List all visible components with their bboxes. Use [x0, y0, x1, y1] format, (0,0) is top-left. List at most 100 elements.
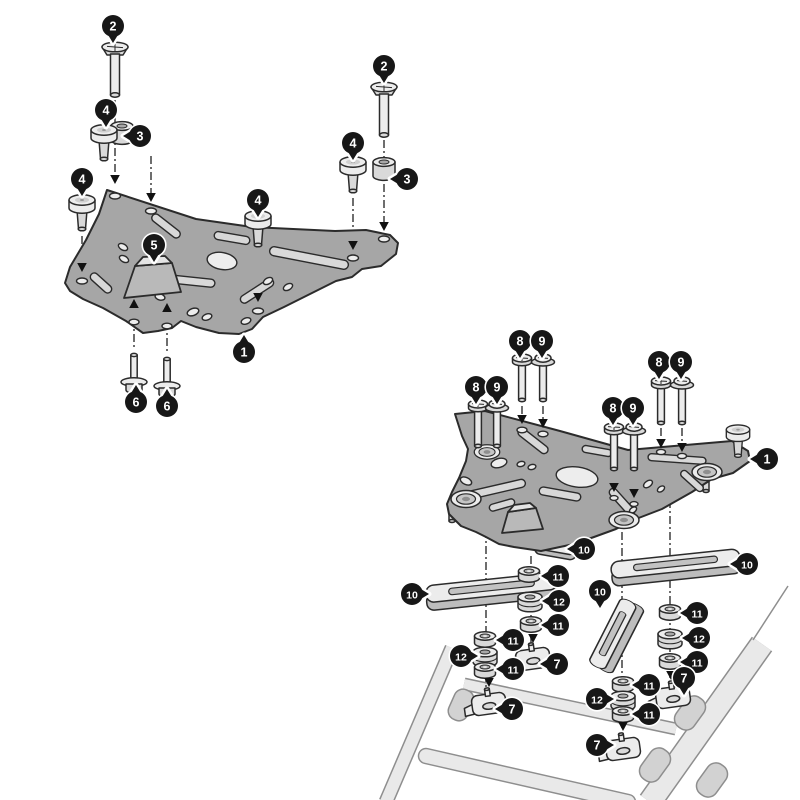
- callout-7: 7: [671, 665, 697, 698]
- slide-bar: [609, 547, 743, 588]
- svg-text:3: 3: [137, 129, 144, 143]
- support-block: [501, 502, 544, 534]
- callout-4: 4: [340, 130, 366, 163]
- washer: [473, 662, 497, 679]
- callout-11: 11: [677, 649, 710, 675]
- callout-11: 11: [538, 563, 571, 589]
- svg-text:11: 11: [691, 657, 702, 669]
- support-block: [123, 255, 182, 299]
- callout-12: 12: [539, 588, 572, 614]
- callout-1: 1: [231, 332, 257, 365]
- callout-12: 12: [448, 643, 481, 669]
- svg-text:5: 5: [151, 238, 158, 252]
- callout-9: 9: [529, 328, 555, 361]
- upper-assembly: [64, 41, 399, 398]
- svg-text:7: 7: [681, 671, 688, 685]
- svg-text:2: 2: [110, 19, 117, 33]
- slide-bar: [587, 596, 646, 676]
- svg-text:2: 2: [381, 59, 388, 73]
- callout-1: 1: [747, 446, 780, 472]
- svg-text:10: 10: [741, 559, 753, 571]
- rubber-bumper-mounted: [691, 462, 723, 482]
- svg-text:9: 9: [678, 355, 685, 369]
- svg-text:12: 12: [455, 651, 467, 663]
- callout-6: 6: [154, 386, 180, 419]
- svg-text:10: 10: [594, 586, 606, 598]
- callout-11: 11: [493, 656, 526, 682]
- callout-10: 10: [587, 578, 613, 611]
- callout-8: 8: [646, 349, 672, 382]
- svg-text:11: 11: [507, 664, 518, 676]
- callout-11: 11: [493, 627, 526, 653]
- pan-head-screw: [511, 353, 533, 403]
- callout-8: 8: [600, 395, 626, 428]
- callout-11: 11: [538, 612, 571, 638]
- svg-text:7: 7: [509, 702, 516, 716]
- pan-head-screw: [650, 376, 672, 426]
- callout-8: 8: [507, 328, 533, 361]
- svg-text:8: 8: [517, 334, 524, 348]
- svg-text:11: 11: [643, 680, 654, 692]
- svg-text:6: 6: [133, 395, 140, 409]
- svg-text:7: 7: [594, 738, 601, 752]
- rubber-bumper-mounted: [450, 489, 482, 509]
- callout-7: 7: [492, 696, 525, 722]
- svg-text:1: 1: [241, 345, 248, 359]
- countersunk-screw: [101, 41, 129, 98]
- mounting-plate-underside-view: [446, 410, 751, 552]
- svg-text:12: 12: [591, 694, 603, 706]
- callout-11: 11: [629, 701, 662, 727]
- svg-text:10: 10: [406, 589, 418, 601]
- rubber-bumper-mounted: [608, 510, 640, 530]
- washer: [658, 604, 682, 621]
- flanged-screw: [530, 353, 556, 403]
- svg-text:8: 8: [473, 380, 480, 394]
- spacer-ring: [657, 628, 683, 650]
- washer: [658, 653, 682, 670]
- flanged-screw: [669, 376, 695, 426]
- svg-text:4: 4: [103, 103, 110, 117]
- rubber-bumper: [68, 194, 96, 232]
- callout-10: 10: [564, 536, 597, 562]
- callout-6: 6: [123, 382, 149, 415]
- svg-text:8: 8: [610, 401, 617, 415]
- washer: [473, 631, 497, 648]
- svg-text:12: 12: [553, 596, 565, 608]
- callout-2: 2: [371, 53, 397, 86]
- callout-7: 7: [537, 651, 570, 677]
- callout-10: 10: [727, 551, 760, 577]
- svg-text:11: 11: [507, 635, 518, 647]
- callout-9: 9: [620, 395, 646, 428]
- svg-text:1: 1: [764, 452, 771, 466]
- callout-9: 9: [668, 349, 694, 382]
- svg-text:9: 9: [494, 380, 501, 394]
- callout-3: 3: [120, 123, 153, 149]
- svg-text:11: 11: [552, 571, 563, 583]
- svg-text:11: 11: [643, 709, 654, 721]
- callout-3: 3: [387, 166, 420, 192]
- countersunk-screw: [370, 81, 398, 138]
- callout-11: 11: [677, 600, 710, 626]
- svg-text:8: 8: [656, 355, 663, 369]
- washer: [517, 566, 541, 583]
- svg-text:4: 4: [255, 193, 262, 207]
- svg-text:11: 11: [691, 608, 702, 620]
- callout-12: 12: [679, 625, 712, 651]
- spacer-ring: [517, 591, 543, 613]
- svg-text:12: 12: [693, 633, 705, 645]
- callout-2: 2: [100, 13, 126, 46]
- callout-4: 4: [245, 187, 271, 220]
- svg-text:9: 9: [539, 334, 546, 348]
- callout-11: 11: [629, 672, 662, 698]
- callout-10: 10: [399, 581, 432, 607]
- svg-text:3: 3: [404, 172, 411, 186]
- washer: [519, 616, 543, 633]
- svg-text:6: 6: [164, 399, 171, 413]
- callout-7: 7: [584, 732, 617, 758]
- svg-text:4: 4: [79, 172, 86, 186]
- luggage-rack: [379, 585, 789, 800]
- svg-text:11: 11: [552, 620, 563, 632]
